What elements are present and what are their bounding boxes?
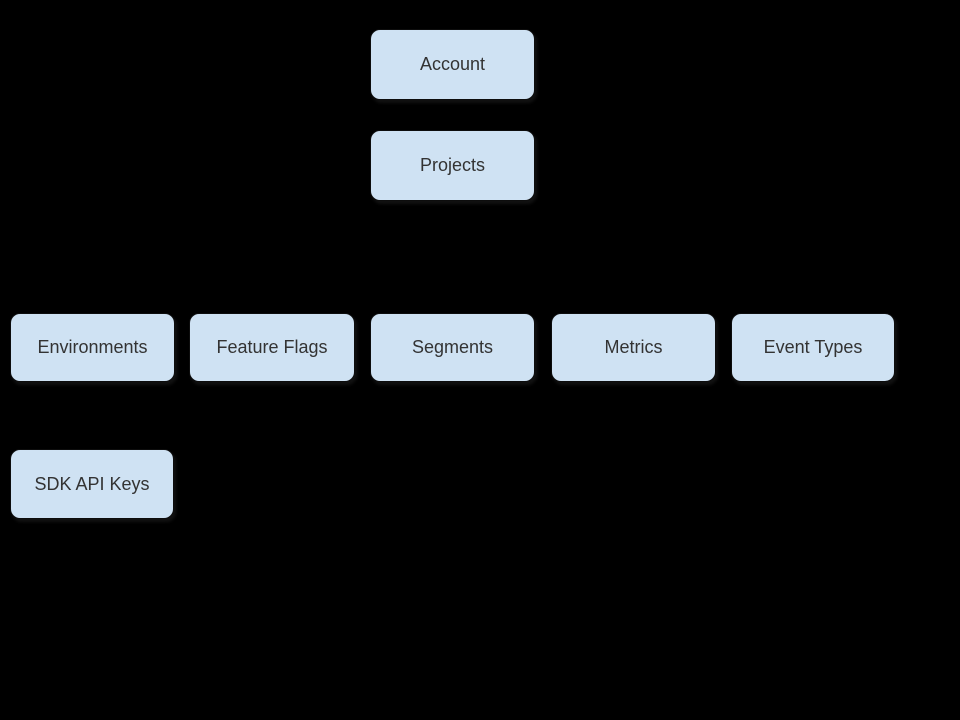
node-segments: Segments	[370, 313, 535, 382]
node-account: Account	[370, 29, 535, 100]
node-event-types: Event Types	[731, 313, 895, 382]
node-feature-flags: Feature Flags	[189, 313, 355, 382]
node-projects: Projects	[370, 130, 535, 201]
node-environments: Environments	[10, 313, 175, 382]
node-sdk-api-keys: SDK API Keys	[10, 449, 174, 519]
node-metrics: Metrics	[551, 313, 716, 382]
